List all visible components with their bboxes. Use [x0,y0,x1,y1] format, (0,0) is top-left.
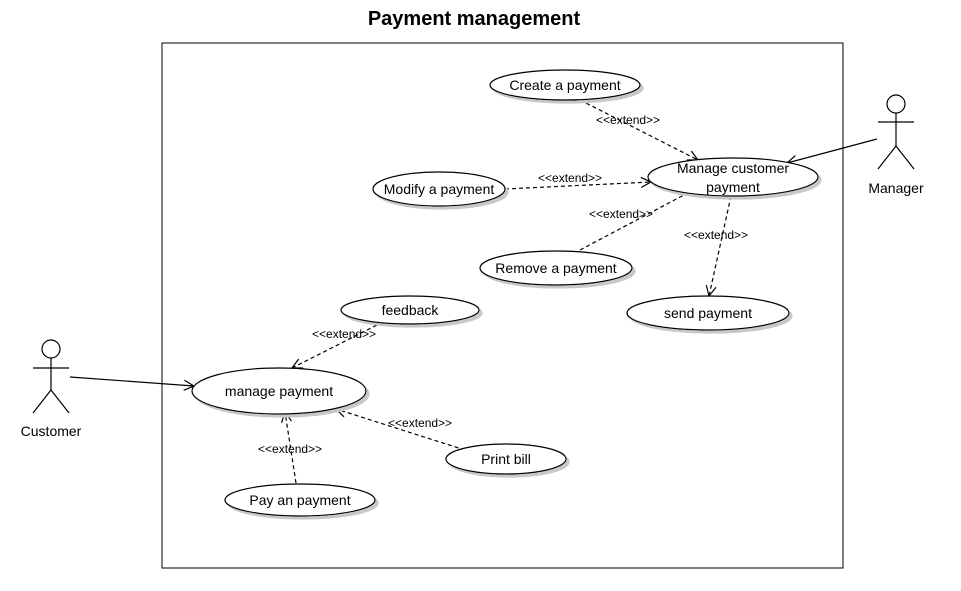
extend-remove-payment [579,187,699,251]
label-feedback: feedback [382,302,440,318]
use-case-manage-customer-payment [647,157,819,197]
use-case-manage-payment [191,367,367,415]
extend-label-print: <<extend>> [388,416,452,430]
use-case-create-payment [489,69,641,101]
label-manage-customer-payment-2: payment [706,179,760,195]
use-case-send-payment [626,295,790,331]
use-case-print-bill [445,443,567,475]
extend-create-payment [579,99,698,160]
extend-label-remove: <<extend>> [589,207,653,221]
actor-manager [877,94,915,170]
label-modify-payment: Modify a payment [384,181,495,197]
actor-customer-head-icon [41,339,61,359]
diagram-title: Payment management [368,8,581,30]
use-case-remove-payment [479,250,633,286]
extend-label-send: <<extend>> [684,228,748,242]
association-manager-manage-customer-payment [787,138,878,163]
extend-label-feedback: <<extend>> [312,327,376,341]
label-manage-customer-payment-1: Manage customer [677,160,789,176]
extend-print-bill [336,409,466,451]
actor-manager-head-icon [886,94,906,114]
extend-pay-payment [285,412,297,484]
label-remove-payment: Remove a payment [495,260,617,276]
extend-send-payment [709,195,732,296]
actor-customer [32,339,70,414]
use-case-modify-payment [372,171,506,207]
use-case-feedback [340,295,480,325]
extend-modify-payment [504,182,651,190]
label-send-payment: send payment [664,305,752,321]
extend-label-create: <<extend>> [596,113,660,127]
label-create-payment: Create a payment [509,77,620,93]
actor-manager-label: Manager [868,180,924,196]
label-pay-payment: Pay an payment [249,492,350,508]
extend-feedback [292,321,384,368]
actor-customer-label: Customer [21,423,82,439]
label-print-bill: Print bill [481,451,531,467]
association-customer-manage-payment [69,376,194,386]
use-case-pay-payment [224,483,376,517]
extend-label-modify: <<extend>> [538,171,602,185]
system-boundary [161,42,844,569]
label-manage-payment: manage payment [225,383,333,399]
extend-label-pay: <<extend>> [258,442,322,456]
